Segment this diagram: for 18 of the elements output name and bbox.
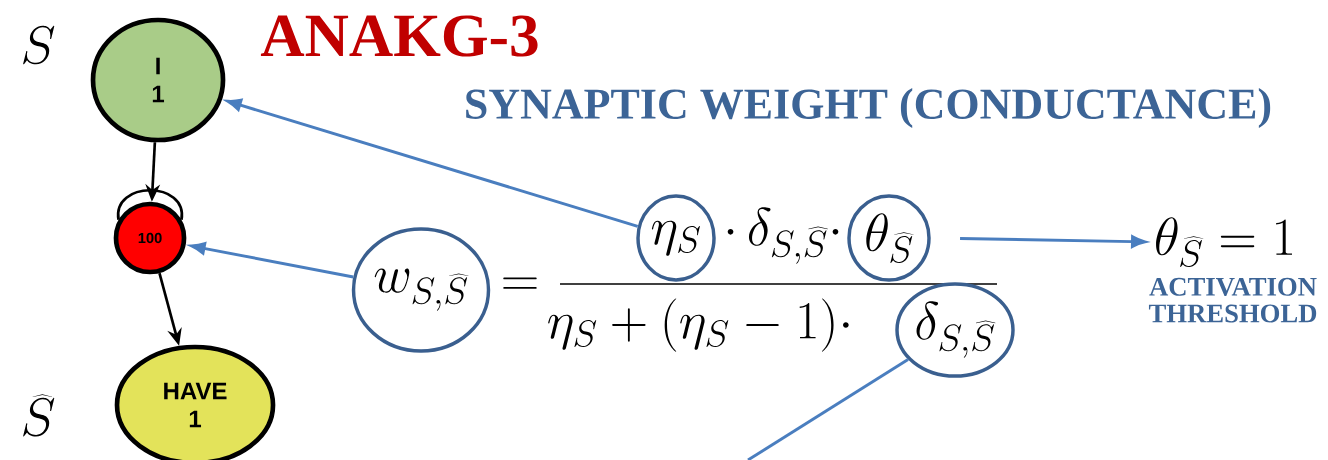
circled-term: $\theta_{\widehat{S}}$ [847, 194, 931, 282]
circled-term: $w_{S,\widehat{S}}$ [351, 227, 491, 353]
title-text: ANAKG-3 [260, 15, 538, 57]
neuron-node: HAVE 1 [114, 344, 276, 460]
heading-text: SYNAPTIC WEIGHT (CONDUCTANCE) [466, 88, 1271, 128]
symbol-label: $\widehat{S}$ [23, 394, 55, 437]
line [747, 358, 909, 460]
loop-line [117, 188, 183, 220]
threshold-formula: $\theta_{\widehat{S}}=1$ [1156, 217, 1292, 267]
neuron-node: 100 [113, 201, 187, 275]
symbol-label: $S$ [23, 25, 55, 65]
formula-term: $\cdot\,\delta_{S,\widehat{S}}\cdot$ [727, 207, 839, 264]
formula-term: $=$ [503, 277, 537, 289]
formula-term: $\eta_S+(\eta_S-1)\cdot$ [548, 298, 849, 352]
circled-term: $\eta_S$ [636, 194, 716, 282]
circled-term: $\delta_{S,\widehat{S}}$ [895, 282, 1015, 378]
caption-text: ACTIVATION THRESHOLD [1148, 277, 1317, 323]
neuron-node: I 1 [90, 17, 226, 143]
